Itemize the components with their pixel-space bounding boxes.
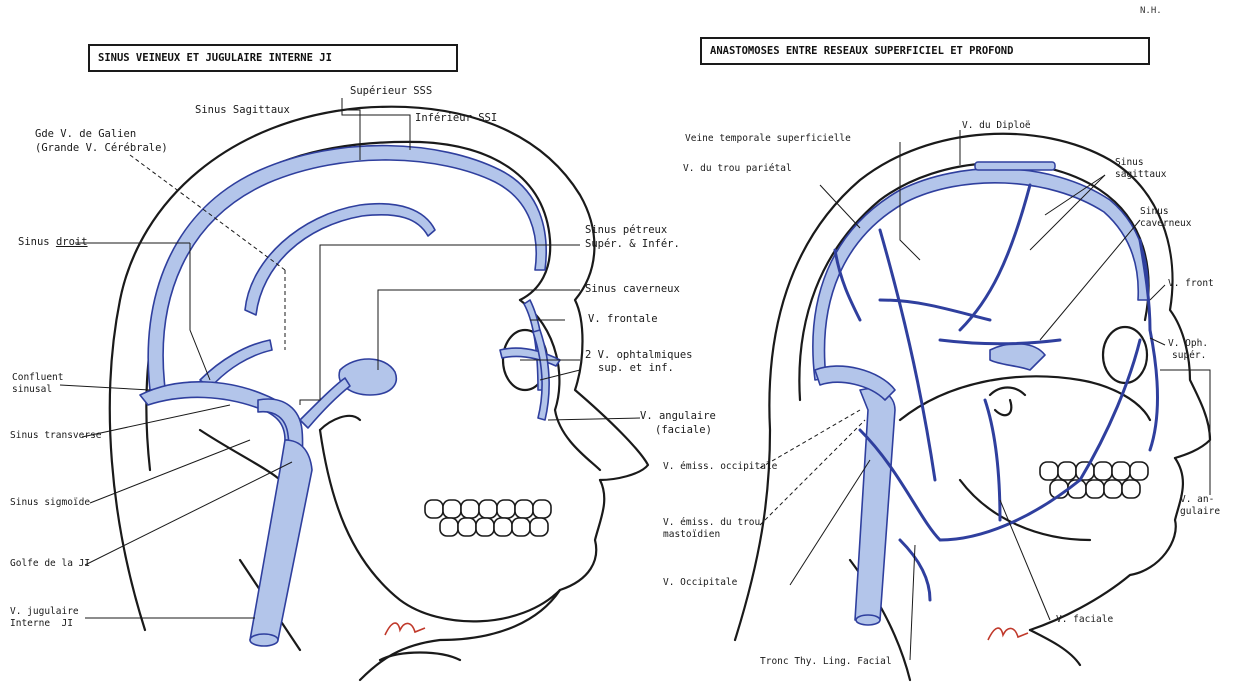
label-confluent-2: sinusal: [12, 384, 52, 396]
label-galien-2: (Grande V. Cérébrale): [35, 142, 168, 155]
label-confluent-1: Confluent: [12, 372, 63, 384]
label-sinus-droit-word: droit: [56, 236, 88, 248]
label-angulaire-r-2: gulaire: [1180, 506, 1220, 518]
label-emiss-occipitale: V. émiss. occipitale: [663, 461, 777, 473]
label-oph-1: V. Oph.: [1168, 338, 1208, 350]
left-veins: [140, 146, 560, 646]
label-galien-1: Gde V. de Galien: [35, 128, 136, 141]
label-ophtalmiques-2: sup. et inf.: [598, 362, 674, 375]
label-angulaire-r-1: V. an-: [1180, 494, 1214, 506]
label-angulaire-2: (faciale): [655, 424, 712, 437]
label-caverneux-r-1: Sinus: [1140, 206, 1169, 218]
label-jugulaire-1: V. jugulaire: [10, 606, 79, 618]
label-petreux-2: Supér. & Infér.: [585, 238, 680, 251]
right-signature: [988, 628, 1028, 640]
left-signature: [385, 623, 425, 635]
label-angulaire-1: V. angulaire: [640, 410, 716, 423]
left-title: SINUS VEINEUX ET JUGULAIRE INTERNE JI: [88, 44, 458, 72]
label-sagittaux-2: sagittaux: [1115, 169, 1166, 181]
label-sagittaux-1: Sinus: [1115, 157, 1144, 169]
label-front: V. front: [1168, 278, 1214, 290]
label-oph-2: supér.: [1172, 350, 1206, 362]
label-frontale: V. frontale: [588, 313, 658, 326]
label-diploe: V. du Diploë: [962, 120, 1031, 132]
label-ophtalmiques-1: 2 V. ophtalmiques: [585, 349, 692, 362]
diploic-vein: [975, 162, 1055, 170]
label-occipitale: V. Occipitale: [663, 577, 737, 589]
label-sigmoide: Sinus sigmoïde: [10, 497, 90, 509]
label-emiss-mast-1: V. émiss. du trou: [663, 517, 760, 529]
left-teeth: [425, 500, 551, 536]
right-title: ANASTOMOSES ENTRE RESEAUX SUPERFICIEL ET…: [700, 37, 1150, 65]
label-parietal: V. du trou pariétal: [683, 163, 792, 175]
label-golfe: Golfe de la JI: [10, 558, 90, 570]
right-head-outline: [735, 134, 1210, 680]
label-faciale: V. faciale: [1056, 614, 1113, 626]
label-tronc: Tronc Thy. Ling. Facial: [760, 656, 892, 668]
right-veins: [813, 169, 1148, 625]
label-sinus-sagittaux: Sinus Sagittaux: [195, 104, 290, 117]
label-petreux-1: Sinus pétreux: [585, 224, 667, 237]
corner-mark: N.H.: [1140, 6, 1162, 16]
label-superieur: Supérieur SSS: [350, 85, 432, 98]
right-teeth: [1040, 462, 1148, 498]
label-temporale: Veine temporale superficielle: [685, 133, 851, 145]
label-jugulaire-2: Interne JI: [10, 618, 73, 630]
label-caverneux-r-2: caverneux: [1140, 218, 1191, 230]
label-emiss-mast-2: mastoïdien: [663, 529, 720, 541]
label-caverneux: Sinus caverneux: [585, 283, 680, 296]
label-transverse: Sinus transverse: [10, 430, 102, 442]
label-sinus-droit: Sinus droit: [18, 236, 88, 249]
label-inferieur: Inférieur SSI: [415, 112, 497, 125]
label-sinus-droit-prefix: Sinus: [18, 236, 56, 248]
